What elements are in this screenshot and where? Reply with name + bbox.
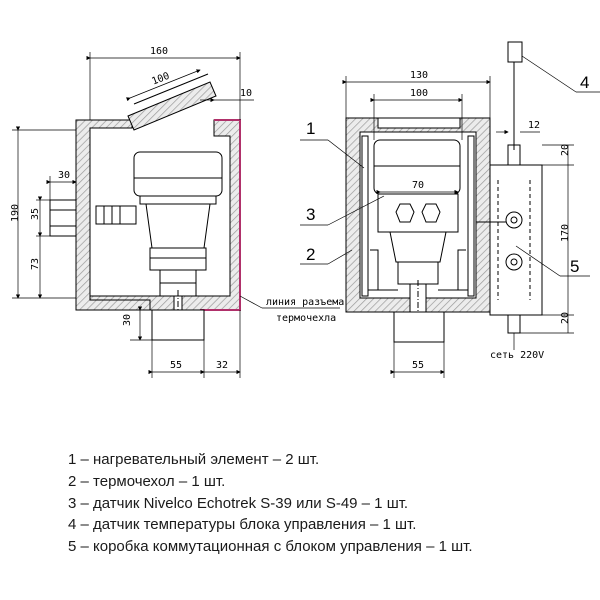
callout-3: 3 (306, 205, 315, 224)
dim-190: 190 (10, 204, 21, 222)
right-view (300, 41, 600, 378)
dim-100-lid: 100 (150, 71, 171, 88)
left-side-pipe (49, 199, 77, 237)
legend-item-1: 1 – нагревательный элемент – 2 шт. (68, 451, 320, 468)
dim-160: 160 (150, 46, 168, 57)
callout-5: 5 (570, 257, 579, 276)
dim-170: 170 (560, 224, 571, 242)
callout-1: 1 (306, 119, 315, 138)
legend: 1 – нагревательный элемент – 2 шт. 2 – т… (68, 449, 588, 558)
dim-20-bottom: 20 (560, 312, 571, 324)
dim-130: 130 (410, 70, 428, 81)
dim-30-bottom: 30 (122, 314, 133, 326)
right-bottom-neck (393, 311, 445, 343)
callout-4: 4 (580, 73, 589, 92)
left-dimension-labels: 160 100 10 190 30 35 73 30 55 32 линия р… (10, 46, 344, 371)
right-sensor (373, 139, 461, 340)
dim-35: 35 (30, 208, 41, 220)
legend-item-4: 4 – датчик температуры блока управления … (68, 516, 417, 534)
legend-item-5: 5 – коробка коммутационная с блоком упра… (68, 538, 473, 556)
left-bottom-neck (151, 309, 205, 341)
split-line (200, 119, 241, 311)
dim-73: 73 (30, 258, 41, 270)
legend-item-2: 2 – термочехол – 1 шт. (68, 472, 226, 490)
legend-item-3: 3 – датчик Nivelco Echotrek S-39 или S-4… (68, 494, 409, 512)
left-view (12, 52, 340, 378)
dim-55-right: 55 (412, 360, 424, 371)
dim-100-right: 100 (410, 88, 428, 99)
dim-30-side: 30 (58, 170, 70, 181)
dim-20-top: 20 (560, 144, 571, 156)
control-box (476, 41, 543, 334)
dim-32: 32 (216, 360, 228, 371)
left-sensor (95, 151, 223, 340)
dim-10: 10 (240, 88, 252, 99)
heating-elements (361, 135, 475, 297)
right-dimension-labels: 130 100 70 12 20 170 20 55 сеть 220V 1 3… (306, 70, 589, 371)
split-line-note-2: термочехла (276, 313, 336, 324)
left-lid (127, 73, 217, 131)
split-line-note-1: линия разъема (266, 297, 344, 308)
power-note: сеть 220V (490, 350, 544, 361)
dim-55-left: 55 (170, 360, 182, 371)
dim-12: 12 (528, 120, 540, 131)
dim-70: 70 (412, 180, 424, 191)
callout-2: 2 (306, 245, 315, 264)
